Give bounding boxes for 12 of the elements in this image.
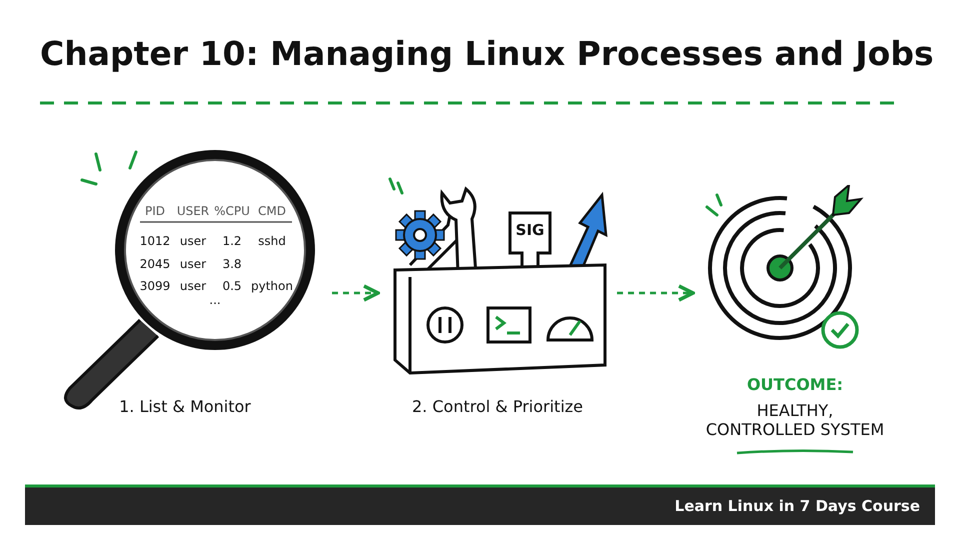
step-caption: 2. Control & Prioritize	[411, 397, 584, 416]
table-cell-text: python	[250, 279, 294, 293]
ellipsis: ...	[208, 293, 222, 307]
outcome-text: HEALTHY, CONTROLLED SYSTEM	[704, 401, 886, 439]
footer-text: Learn Linux in 7 Days Course	[674, 497, 920, 515]
step-caption: 1. List & Monitor	[118, 397, 252, 416]
title: Chapter 10: Managing Linux Processes and Jobs	[40, 34, 934, 73]
arrow	[617, 284, 695, 302]
sign-text: SIG	[514, 221, 546, 239]
table-cell-text: sshd	[257, 234, 287, 248]
arrow	[332, 284, 380, 302]
outcome-heading: OUTCOME:	[746, 375, 844, 394]
